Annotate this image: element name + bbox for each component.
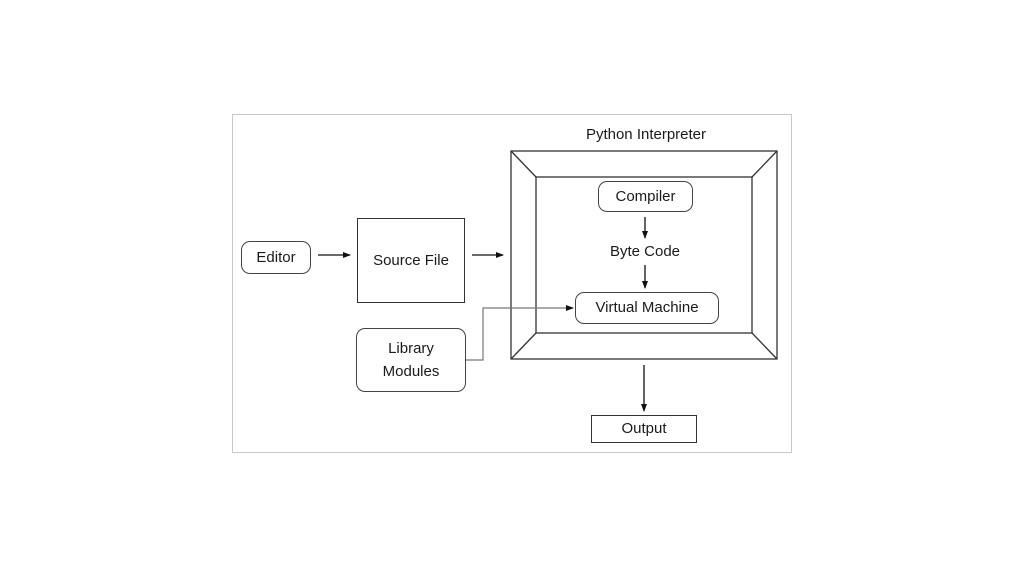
library-label-line1: Library bbox=[388, 339, 434, 357]
node-compiler: Compiler bbox=[598, 181, 693, 212]
node-byte-code: Byte Code bbox=[609, 243, 681, 261]
interpreter-outer-border bbox=[510, 150, 778, 360]
bevel-bottom-left bbox=[510, 332, 537, 360]
interpreter-inner-border bbox=[535, 176, 753, 334]
bevel-top-right bbox=[751, 150, 778, 178]
bevel-top-left bbox=[510, 150, 537, 178]
node-virtual-machine: Virtual Machine bbox=[575, 292, 719, 324]
bevel-bottom-right bbox=[751, 332, 778, 360]
node-editor: Editor bbox=[241, 241, 311, 274]
node-library-modules: Library Modules bbox=[356, 328, 466, 392]
node-source-file: Source File bbox=[357, 218, 465, 303]
library-label-line2: Modules bbox=[382, 363, 440, 380]
arrow-library-to-vm bbox=[466, 305, 574, 361]
interpreter-title: Python Interpreter bbox=[561, 124, 731, 146]
node-output: Output bbox=[591, 415, 697, 443]
diagram-frame bbox=[232, 114, 792, 453]
interpreter-frame bbox=[510, 150, 778, 360]
